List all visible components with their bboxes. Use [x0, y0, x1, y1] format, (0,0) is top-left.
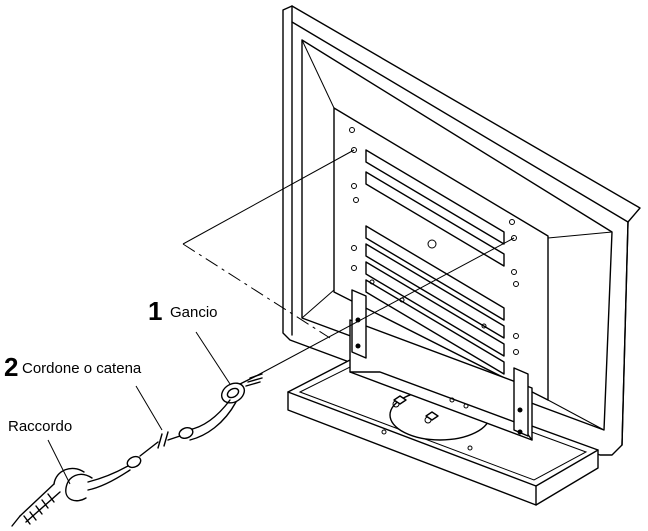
- attachment-guide: [182, 149, 515, 377]
- cord-number: 2: [4, 352, 18, 382]
- tv-stand: [287, 289, 599, 506]
- cord-or-chain: [87, 399, 237, 491]
- hook-eyebolt: [220, 373, 263, 404]
- hook-label: Gancio: [170, 304, 218, 321]
- labels: 1 Gancio 2 Cordone o catena Raccordo: [4, 296, 218, 435]
- fitting-label: Raccordo: [8, 418, 72, 435]
- wall-fitting: [11, 467, 93, 527]
- leader-lines: [47, 331, 231, 485]
- mounting-holes: [349, 127, 519, 355]
- cord-label: Cordone o catena: [22, 360, 142, 377]
- hook-number: 1: [148, 296, 162, 326]
- ventilation-slots: [365, 149, 505, 375]
